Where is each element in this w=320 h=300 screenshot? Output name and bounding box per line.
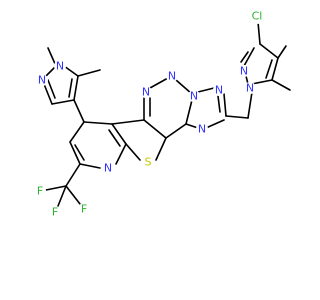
atom-n7: N [196,123,208,136]
bond [57,185,67,207]
atom-label-cl1: Cl [252,10,263,23]
atom-n1: N [36,74,48,87]
atom-s1: S [142,156,154,169]
bond [111,119,145,125]
atom-n4: N [140,86,152,99]
atom-label-f3: F [81,203,87,216]
bond [243,47,255,67]
atom-n10: N [166,70,178,83]
atom-label-n2: N [56,60,64,73]
bond [205,119,225,129]
bond [65,163,81,187]
atom-cl1: Cl [249,8,265,24]
bond [225,115,249,119]
bond [143,119,167,139]
bond [43,83,53,105]
bond [217,95,221,113]
atom-f3: F [78,203,90,216]
bond [69,121,85,143]
atom-label-s1: S [145,156,152,169]
atom-n2: N [54,60,66,73]
atom-label-n9: N [240,65,248,78]
bond [251,79,273,85]
bond [185,123,199,129]
bond [125,143,141,161]
atom-f1: F [34,185,46,198]
atom-f2: F [49,206,61,219]
bond [185,99,193,125]
atom-label-n5: N [190,90,198,103]
bond [259,43,279,59]
atom-label-n3: N [104,162,112,175]
molecule-structure-svg: N N N N N N N N [34,8,291,219]
bond [79,163,101,169]
bond [155,137,167,161]
bond [69,141,81,165]
atom-label-n7: N [198,123,206,136]
atom-label-n8: N [246,82,254,95]
bond [51,99,75,105]
bond [63,65,79,77]
atom-label-n10: N [168,70,176,83]
bond [257,21,261,45]
bond [197,87,215,93]
bond [65,185,81,205]
atom-label-f2: F [52,206,58,219]
bond [73,99,85,123]
bond [77,69,101,77]
bond [240,51,249,63]
atom-n5: N [188,90,200,103]
atom-n8: N [244,82,256,95]
bond [111,123,127,145]
atom-label-f1: F [37,185,43,198]
atom-n3: N [102,162,114,175]
bond [271,57,279,81]
bond [47,79,56,99]
atom-n6: N [213,84,225,97]
atom-label-n4: N [142,86,150,99]
bond [271,79,291,91]
bond [108,129,121,147]
bond [115,143,127,165]
bond-layer [41,21,291,207]
bond [83,121,113,125]
bond [277,45,287,59]
bond [47,47,57,67]
bond [265,59,273,79]
bond [68,78,73,98]
bond [74,144,85,161]
molecule-canvas: N N N N N N N N [34,8,291,219]
bond [175,79,193,95]
bond [149,77,169,89]
bond [165,123,187,139]
atom-label-layer: N N N N N N N N [34,8,265,219]
bond [223,93,227,117]
bond [45,185,67,191]
atom-label-n1: N [38,74,46,87]
atom-n9: N [238,65,250,78]
bond [73,75,79,101]
bond [247,91,253,119]
atom-label-n6: N [215,84,223,97]
